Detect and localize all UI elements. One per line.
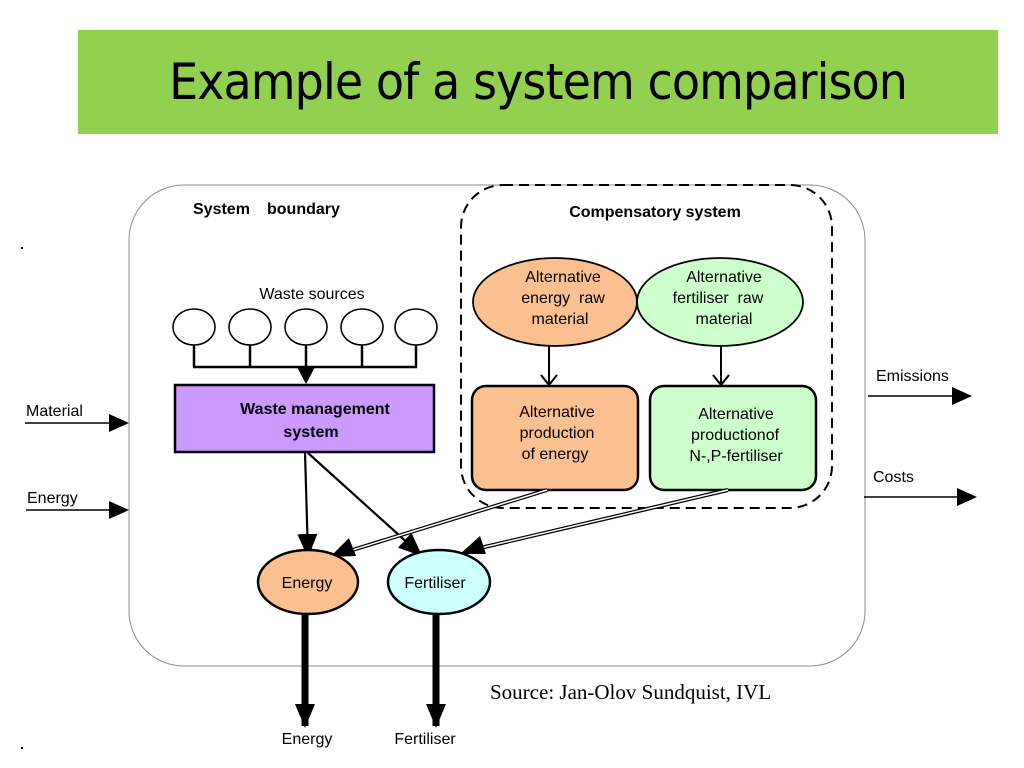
fertiliser-output-label: Fertiliser bbox=[394, 731, 456, 748]
source-citation: Source: Jan-Olov Sundquist, IVL bbox=[490, 680, 772, 704]
energy-raw-line3: material bbox=[532, 311, 589, 328]
energy-production-line2: production bbox=[520, 425, 595, 442]
energy-raw-to-production-arrow bbox=[540, 346, 558, 387]
output-costs-label: Costs bbox=[873, 469, 914, 486]
fertiliser-raw-line3: material bbox=[696, 311, 753, 328]
input-energy-label: Energy bbox=[27, 490, 78, 507]
waste-source-circle bbox=[284, 308, 328, 346]
fertiliser-production-line3: N-,P-fertiliser bbox=[689, 448, 783, 465]
waste-source-circle bbox=[394, 308, 438, 346]
fertiliser-product-label: Fertiliser bbox=[404, 575, 466, 592]
wms-to-fertiliser-arrow bbox=[307, 452, 423, 557]
output-emissions-label: Emissions bbox=[876, 368, 949, 385]
wms-to-energy-arrow bbox=[297, 451, 318, 558]
system-boundary-label-a: System bbox=[193, 201, 250, 218]
system-boundary-label-b: boundary bbox=[267, 201, 340, 218]
waste-sources-label: Waste sources bbox=[259, 286, 364, 303]
fertiliser-raw-to-production-arrow bbox=[712, 346, 730, 387]
fertiliser-production-to-fertiliser-arrow bbox=[460, 488, 729, 554]
waste-source-circle bbox=[340, 308, 384, 346]
energy-production-to-energy-arrow bbox=[330, 488, 548, 557]
fertiliser-raw-line2: fertiliser raw bbox=[673, 290, 764, 307]
waste-management-line1: Waste management bbox=[240, 401, 390, 418]
compensatory-system-label: Compensatory system bbox=[569, 204, 741, 221]
energy-raw-line1: Alternative bbox=[525, 269, 601, 286]
title-banner: Example of a system comparison bbox=[78, 30, 998, 134]
energy-raw-line2: energy raw bbox=[521, 290, 605, 307]
input-material-label: Material bbox=[26, 403, 83, 420]
waste-management-box bbox=[173, 383, 436, 454]
fertiliser-production-line2: productionof bbox=[691, 427, 780, 444]
collector-arrowhead bbox=[297, 367, 315, 384]
energy-output-label: Energy bbox=[282, 731, 333, 748]
fertiliser-raw-line1: Alternative bbox=[686, 269, 762, 286]
waste-source-circle bbox=[172, 308, 216, 346]
bullet-dot bbox=[21, 247, 23, 249]
waste-collector-lines bbox=[192, 345, 418, 369]
waste-source-circle bbox=[228, 308, 272, 346]
waste-management-line2: system bbox=[283, 424, 338, 441]
slide-title: Example of a system comparison bbox=[169, 53, 908, 111]
fertiliser-production-line1: Alternative bbox=[698, 406, 774, 423]
bullet-dot bbox=[21, 747, 23, 749]
energy-production-line1: Alternative bbox=[519, 404, 595, 421]
energy-product-label: Energy bbox=[282, 575, 333, 592]
fertiliser-production-box bbox=[648, 384, 818, 492]
energy-production-line3: of energy bbox=[522, 446, 589, 463]
energy-production-box bbox=[470, 384, 640, 492]
system-boundary-frame bbox=[128, 184, 866, 667]
waste-source-circles bbox=[172, 308, 438, 346]
